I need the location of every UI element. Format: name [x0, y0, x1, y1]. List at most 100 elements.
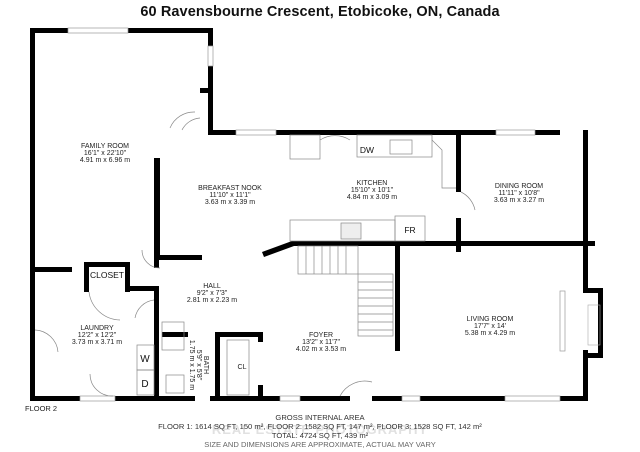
- fridge-label: FR: [404, 225, 415, 235]
- svg-text:3.63 m x 3.39 m: 3.63 m x 3.39 m: [205, 199, 255, 206]
- wall-south-1: [30, 396, 80, 401]
- counter-sink: [356, 134, 433, 158]
- wall-family-north-right: [128, 28, 212, 33]
- wall-family-east-low: [208, 88, 213, 130]
- disclaimer: SIZE AND DIMENSIONS ARE APPROXIMATE, ACT…: [204, 440, 436, 449]
- wall-dining-north-left: [456, 130, 496, 135]
- sink: [389, 139, 413, 155]
- wall-living-north: [395, 241, 595, 246]
- wall-south-2: [115, 396, 195, 401]
- wall-laundry-east-top: [154, 258, 159, 268]
- fridge: [394, 215, 426, 242]
- wall-nook-south: [154, 255, 202, 260]
- wall-living-east-bottom: [583, 350, 588, 400]
- wall-dining-east: [583, 130, 588, 260]
- door-dining: [460, 191, 476, 211]
- wall-dining-north-right: [535, 130, 560, 135]
- stairs: [297, 245, 394, 337]
- wall-closet-north: [84, 262, 130, 267]
- washer-label: W: [140, 354, 150, 365]
- property-address-title: 60 Ravensbourne Crescent, Etobicoke, ON,…: [140, 4, 500, 20]
- svg-text:4.91 m x 6.96 m: 4.91 m x 6.96 m: [80, 157, 130, 164]
- svg-text:16'1" x 22'10": 16'1" x 22'10": [84, 150, 127, 157]
- fireplace-bottom: [583, 353, 603, 358]
- svg-text:4.84 m x 3.09 m: 4.84 m x 3.09 m: [347, 194, 397, 201]
- wall-laundry-north-right: [125, 286, 155, 291]
- wall-bath-north-right: [218, 332, 262, 337]
- svg-text:4.02 m x 3.53 m: 4.02 m x 3.53 m: [296, 346, 346, 353]
- wall-laundry-north: [30, 267, 72, 272]
- wall-nook-west: [154, 158, 160, 258]
- wall-bath-north-left: [162, 332, 188, 337]
- door-laundry-west: [34, 329, 59, 353]
- door-family-nook: [169, 111, 196, 129]
- area-summary: GROSS INTERNAL AREA FLOOR 1: 1614 SQ FT,…: [0, 413, 640, 449]
- fireplace-east: [598, 288, 603, 358]
- wall-family-east-stub: [200, 88, 213, 93]
- wall-family-east-top: [208, 28, 213, 46]
- wall-closet-west: [84, 262, 89, 292]
- wall-west-exterior: [30, 28, 35, 400]
- wall-cl-east-top: [258, 332, 263, 342]
- svg-text:11'11" x 10'8": 11'11" x 10'8": [498, 190, 540, 197]
- wall-laundry-east: [154, 286, 159, 400]
- svg-text:5'9" x 5'8": 5'9" x 5'8": [195, 350, 202, 381]
- wall-south-6: [420, 396, 505, 401]
- dryer-label: D: [141, 379, 148, 390]
- window-family-north: [67, 27, 129, 34]
- door-swings: [34, 111, 476, 397]
- door-hall-north: [141, 249, 161, 269]
- svg-text:LIVING ROOM: LIVING ROOM: [467, 316, 514, 323]
- fixture-labels: CLOSET CL DW FR W D: [90, 145, 416, 390]
- closet-cl: [226, 339, 250, 396]
- cooktop: [340, 222, 362, 240]
- dishwasher-label: DW: [360, 145, 374, 155]
- windows: [67, 27, 566, 402]
- svg-text:5.38 m x 4.29 m: 5.38 m x 4.29 m: [465, 330, 515, 337]
- svg-text:LAUNDRY: LAUNDRY: [80, 325, 114, 332]
- dryer: [136, 369, 155, 396]
- closet-label: CLOSET: [90, 270, 124, 280]
- door-laundry: [134, 299, 155, 319]
- svg-text:12'2" x 12'2": 12'2" x 12'2": [78, 332, 117, 339]
- svg-text:3.73 m x 3.71 m: 3.73 m x 3.71 m: [72, 339, 122, 346]
- wall-stair-north: [262, 241, 400, 257]
- svg-text:13'2" x 11'7": 13'2" x 11'7": [302, 339, 340, 346]
- svg-text:FAMILY ROOM: FAMILY ROOM: [81, 143, 129, 150]
- wall-south-5: [372, 396, 402, 401]
- wall-south-3: [210, 396, 280, 401]
- counter-left: [289, 134, 321, 160]
- wall-kitchen-north-right: [276, 130, 456, 135]
- wall-closet-east: [125, 262, 130, 292]
- window-dining-north: [495, 129, 536, 136]
- floor-label: FLOOR 2: [25, 404, 58, 413]
- svg-text:1.75 m x 1.75 m: 1.75 m x 1.75 m: [188, 340, 195, 390]
- door-kitchen: [319, 135, 351, 141]
- wall-cl-east-bottom: [258, 385, 263, 400]
- svg-text:BATH: BATH: [202, 356, 209, 374]
- laundry-sink: [161, 321, 185, 351]
- wall-family-north-left: [30, 28, 68, 33]
- wall-kitchen-north-left: [208, 130, 236, 135]
- window-living-east: [559, 290, 566, 352]
- fireplace-hatch: [587, 304, 601, 346]
- window-south-a: [279, 395, 301, 402]
- svg-text:9'2" x 7'3": 9'2" x 7'3": [197, 290, 228, 297]
- svg-text:15'10" x 10'1": 15'10" x 10'1": [351, 187, 394, 194]
- window-living-south: [504, 395, 561, 402]
- cl-label: CL: [238, 364, 247, 371]
- door-foyer-front: [339, 380, 373, 397]
- toilet: [165, 374, 185, 394]
- svg-text:HALL: HALL: [203, 283, 221, 290]
- wall-family-east-mid: [208, 66, 213, 88]
- svg-text:FOYER: FOYER: [309, 332, 333, 339]
